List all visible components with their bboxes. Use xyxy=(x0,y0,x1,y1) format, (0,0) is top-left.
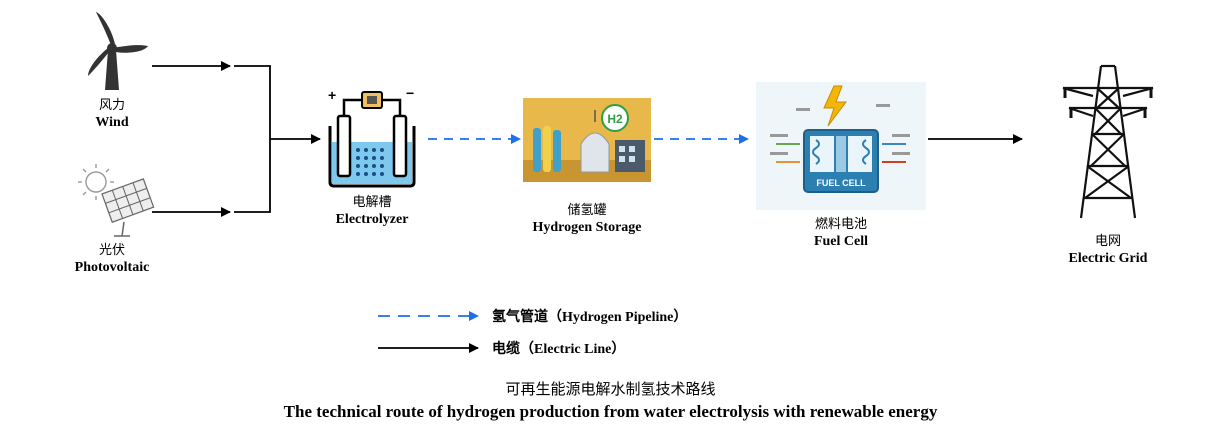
electrolyzer-label: 电解槽 Electrolyzer xyxy=(312,194,432,228)
legend-cable-label: 电缆（Electric Line） xyxy=(492,342,626,357)
hydrogen-storage-label: 储氢罐 Hydrogen Storage xyxy=(507,202,667,236)
wind-label-en: Wind xyxy=(95,115,129,130)
photovoltaic-label-zh: 光伏 xyxy=(98,243,125,258)
photovoltaic-label-en: Photovoltaic xyxy=(74,260,150,275)
legend-pipeline-label: 氢气管道（Hydrogen Pipeline） xyxy=(492,310,688,325)
electrolyzer-icon: + − xyxy=(328,86,416,188)
hydrogen-storage-label-en: Hydrogen Storage xyxy=(532,220,642,235)
wind-label-zh: 风力 xyxy=(98,98,125,113)
svg-text:+: + xyxy=(328,87,336,103)
electric-grid-label-en: Electric Grid xyxy=(1068,251,1148,266)
wind-label: 风力 Wind xyxy=(62,97,162,131)
solar-panel-icon xyxy=(78,164,155,237)
svg-text:−: − xyxy=(406,86,414,101)
diagram-title-en: The technical route of hydrogen producti… xyxy=(283,402,938,421)
hydrogen-storage-icon: H2 xyxy=(523,98,651,182)
fuel-cell-label: 燃料电池 Fuel Cell xyxy=(781,216,901,250)
hydrogen-storage-label-zh: 储氢罐 xyxy=(567,203,607,218)
transmission-tower-icon xyxy=(1062,64,1154,219)
fuel-cell-label-en: Fuel Cell xyxy=(813,234,869,249)
electric-grid-label: 电网 Electric Grid xyxy=(1048,233,1168,267)
electric-grid-label-zh: 电网 xyxy=(1094,234,1121,249)
diagram-title-zh: 可再生能源电解水制氢技术路线 xyxy=(505,380,716,398)
electrolyzer-label-en: Electrolyzer xyxy=(335,212,409,227)
electrolyzer-label-zh: 电解槽 xyxy=(352,195,392,210)
fuel-cell-label-zh: 燃料电池 xyxy=(814,217,867,232)
fuel-cell-panel-text: FUEL CELL xyxy=(816,178,866,188)
wind-turbine-icon xyxy=(88,12,148,90)
fuel-cell-icon: FUEL CELL xyxy=(756,82,926,210)
photovoltaic-label: 光伏 Photovoltaic xyxy=(52,242,172,276)
h2-badge-text: H2 xyxy=(607,112,623,126)
